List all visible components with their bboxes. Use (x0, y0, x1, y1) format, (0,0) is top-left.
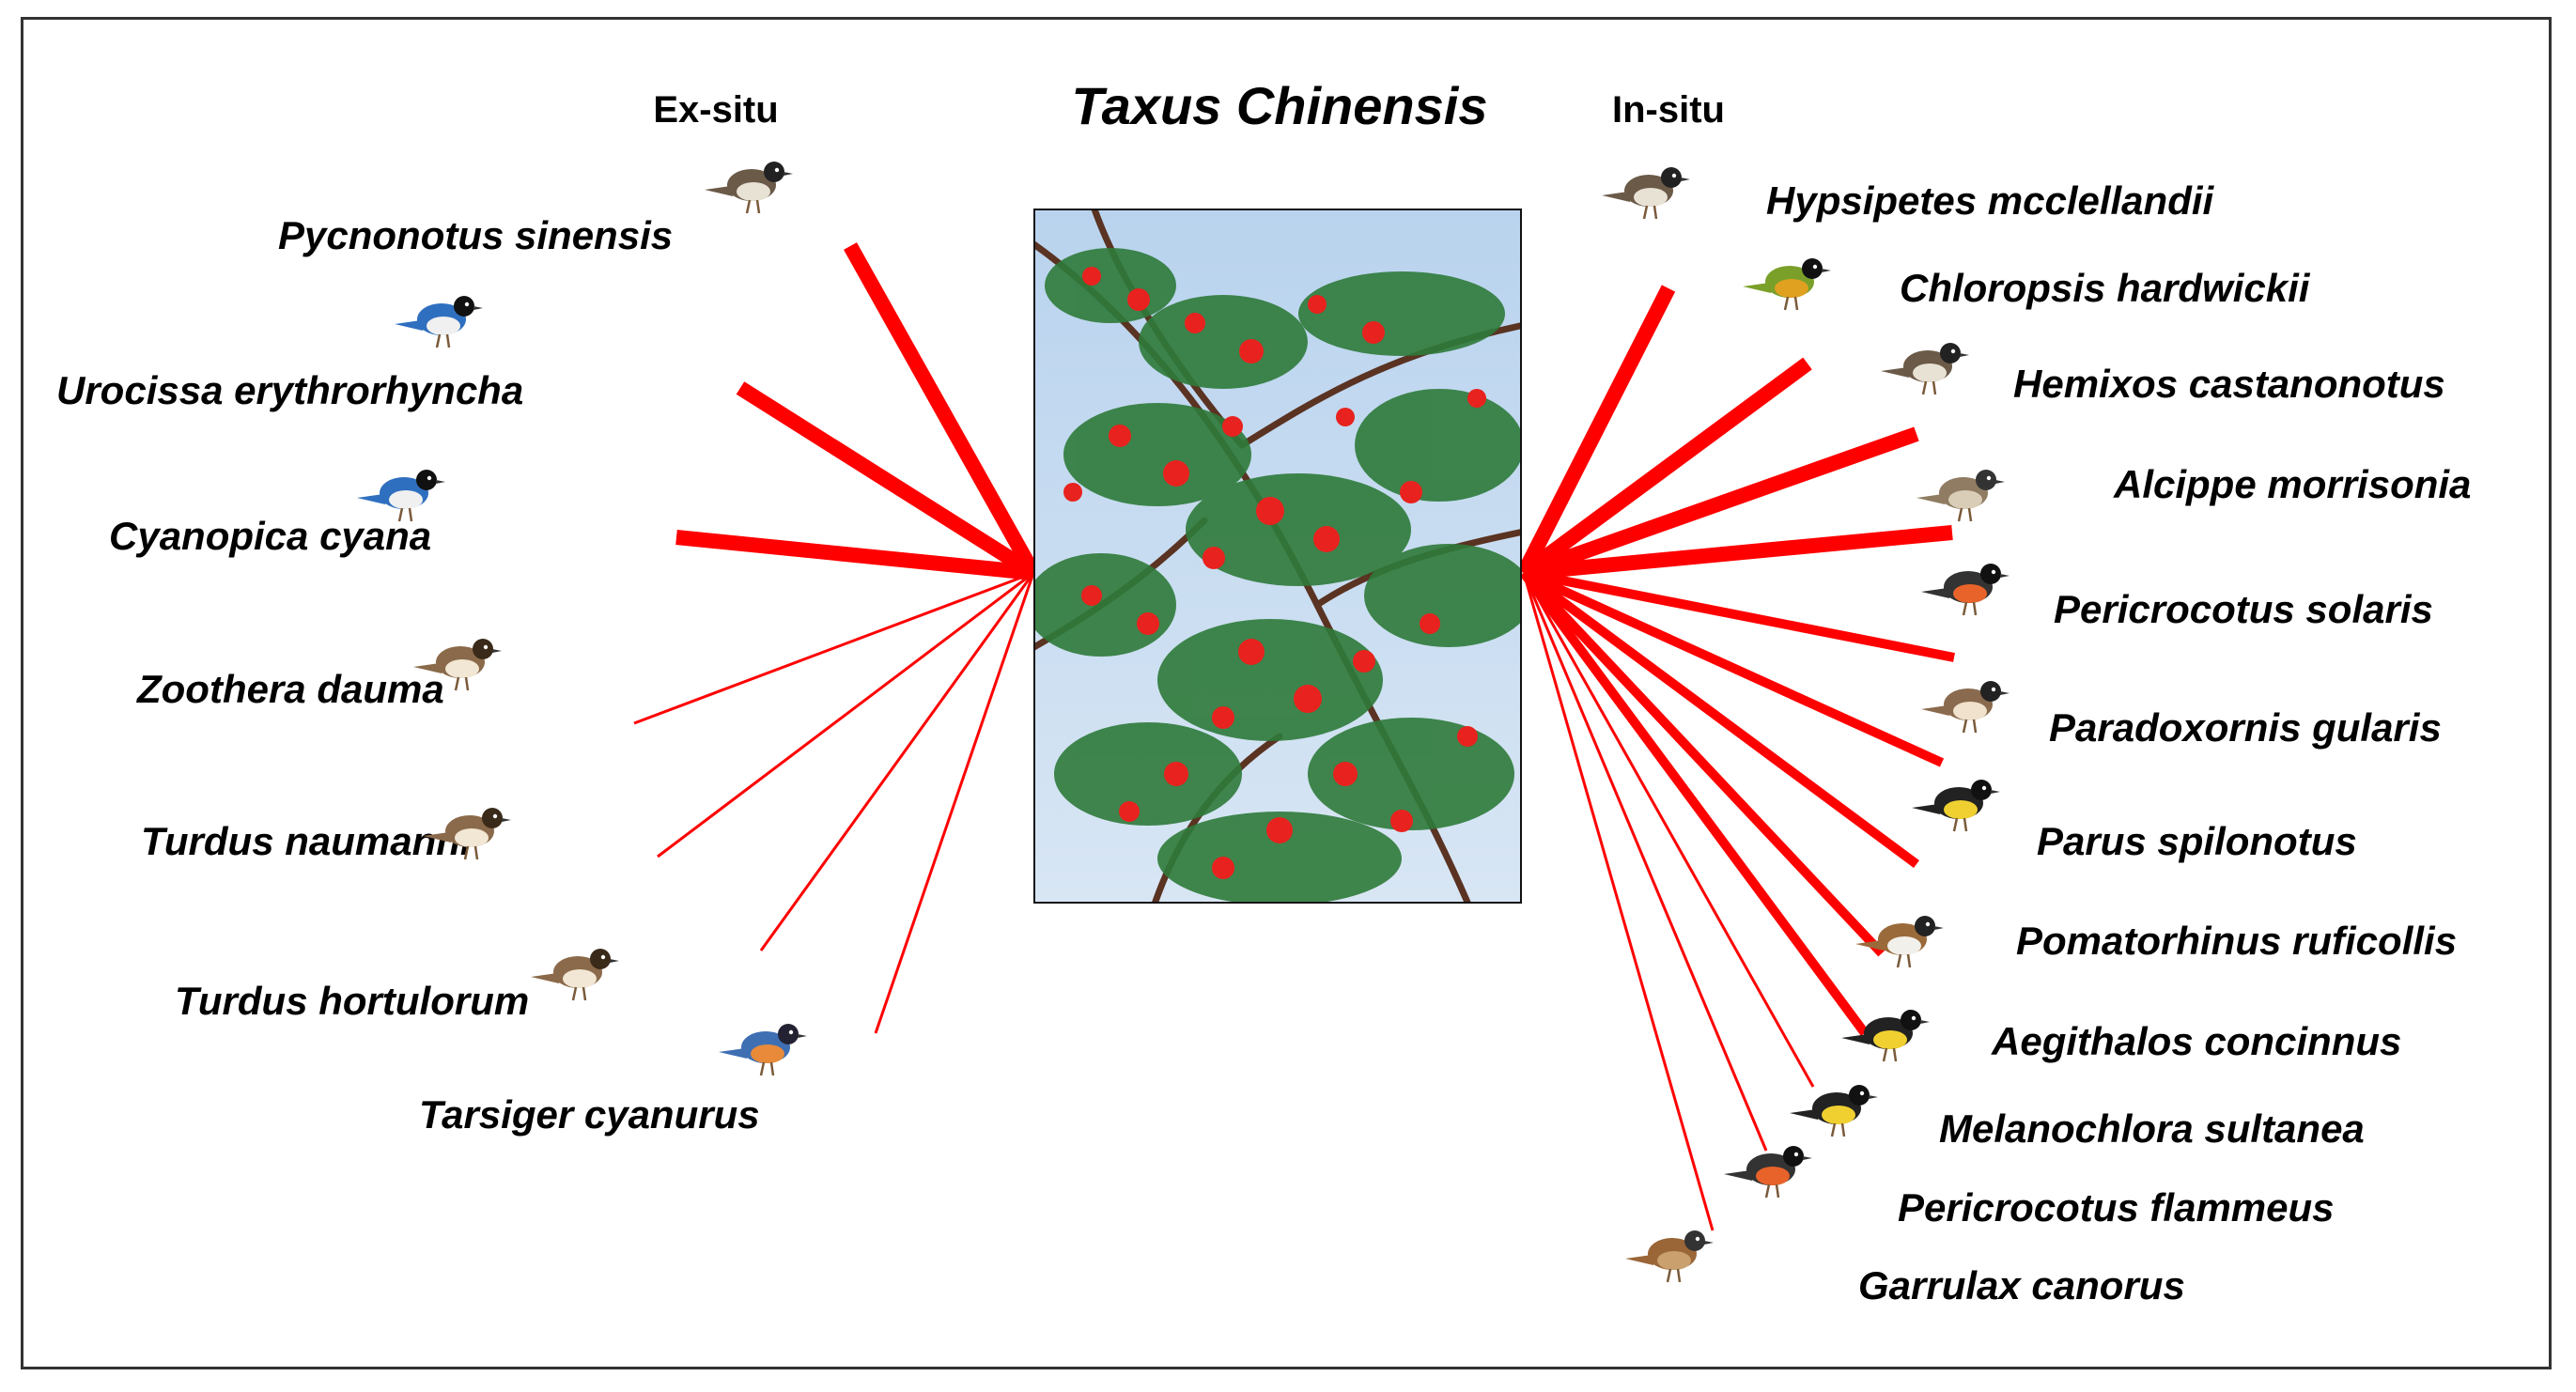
diagram-title: Taxus Chinensis (1071, 76, 1488, 135)
minivet-icon (1715, 1122, 1827, 1212)
laughingthrush-icon (1616, 1207, 1729, 1296)
bulbul-icon (1871, 319, 1984, 409)
insitu-link-6 (1521, 568, 1945, 767)
insitu-species-label: Garrulax canorus (1858, 1263, 2185, 1307)
scimitar-babbler-icon (1846, 892, 1959, 982)
insitu-link-12 (1522, 572, 1715, 1231)
insitu-link-7 (1521, 568, 1919, 869)
thrush-icon (413, 784, 526, 874)
exsitu-link-2 (736, 381, 1038, 580)
exsitu-species-label: Turdus hortulorum (175, 979, 530, 1023)
insitu-species-label: Hypsipetes mcclellandii (1766, 178, 2214, 223)
taxus-tree-photo (1033, 209, 1522, 904)
exsitu-link-6 (759, 572, 1035, 951)
exsitu-species-label: Cyanopica cyana (109, 514, 432, 558)
exsitu-species-label: Turdus naumanni (141, 819, 472, 863)
bluetail-icon (709, 1000, 822, 1090)
magpie-icon (385, 272, 498, 362)
insitu-link-4 (1523, 525, 1953, 580)
thrush-icon (521, 925, 634, 1014)
insitu-link-11 (1522, 572, 1768, 1152)
bulbul-icon (695, 138, 808, 227)
bulbul-icon (1592, 144, 1705, 233)
parrotbill-icon (1912, 657, 2025, 747)
exsitu-link-3 (675, 530, 1034, 580)
insitu-species-label: Aegithalos concinnus (1992, 1019, 2402, 1063)
insitu-species-label: Paradoxornis gularis (2049, 705, 2442, 750)
thrush-icon (404, 615, 517, 704)
exsitu-link-4 (633, 571, 1034, 725)
exsitu-link-5 (657, 571, 1034, 858)
insitu-species-label: Pomatorhinus ruficollis (2016, 919, 2458, 963)
exsitu-species-label: Zoothera dauma (137, 667, 444, 711)
exsitu-species-label: Pycnonotus sinensis (278, 213, 674, 257)
leafbird-icon (1733, 235, 1846, 324)
exsitu-species-label: Tarsiger cyanurus (419, 1092, 760, 1137)
insitu-link-5 (1523, 568, 1955, 662)
insitu-species-label: Parus spilonotus (2037, 819, 2357, 863)
insitu-species-label: Pericrocotus solaris (2054, 587, 2433, 631)
exsitu-species-label: Urocissa erythrorhyncha (56, 368, 524, 412)
insitu-link-9 (1519, 570, 1870, 1036)
insitu-species-label: Melanochlora sultanea (1939, 1106, 2365, 1151)
tit-icon (1902, 756, 2015, 845)
tit-icon (1832, 986, 1945, 1075)
insitu-link-3 (1521, 426, 1919, 580)
exsitu-heading: Ex-situ (653, 89, 779, 131)
minivet-icon (1912, 540, 2025, 629)
babbler-icon (1907, 446, 2020, 535)
insitu-species-label: Alcippe morrisonia (2114, 462, 2472, 506)
insitu-heading: In-situ (1612, 89, 1725, 131)
insitu-link-8 (1520, 569, 1885, 957)
insitu-link-2 (1519, 357, 1812, 580)
exsitu-link-1 (844, 242, 1040, 577)
insitu-species-label: Hemixos castanonotus (2013, 362, 2445, 406)
exsitu-link-7 (874, 572, 1035, 1034)
insitu-species-label: Pericrocotus flammeus (1898, 1185, 2335, 1230)
tit-icon (1780, 1061, 1893, 1151)
insitu-link-1 (1516, 285, 1676, 577)
insitu-species-label: Chloropsis hardwickii (1900, 266, 2310, 310)
magpie-icon (348, 446, 460, 535)
insitu-link-10 (1522, 572, 1815, 1088)
